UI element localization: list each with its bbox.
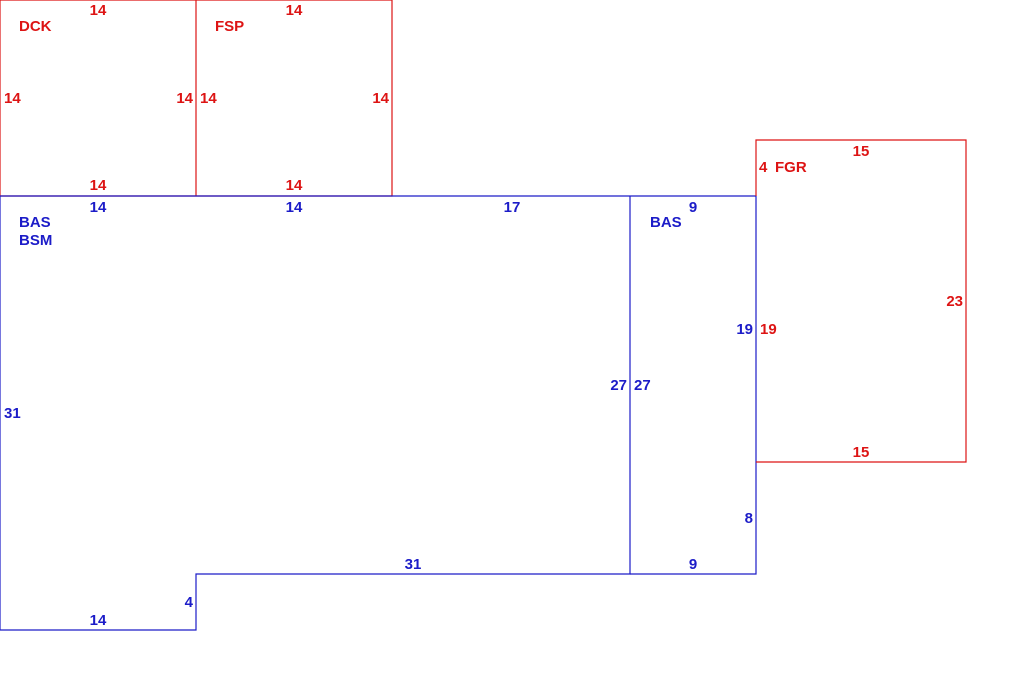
bas-dim-right-lower: 8 [745, 510, 753, 527]
fsp-dim-bottom: 14 [286, 177, 303, 194]
bas-bsm-dim-step: 4 [185, 594, 194, 611]
dck-name: DCK [19, 18, 52, 35]
fgr-dim-top: 15 [853, 143, 870, 160]
bas-dim-right-upper: 19 [736, 321, 753, 338]
fsp-dim-top: 14 [286, 2, 303, 19]
area-dck: DCK 14 14 14 14 [0, 0, 196, 197]
area-fsp: FSP 14 14 14 14 [195, 0, 393, 197]
bas-bsm-dim-left: 31 [4, 405, 21, 422]
bas-bsm-dim-bottom-left: 14 [90, 612, 107, 629]
bas-bsm-dim-top-3: 17 [504, 199, 521, 216]
bas-bsm-name-1: BAS [19, 214, 51, 231]
fgr-dim-bottom: 15 [853, 444, 870, 461]
fgr-dim-left: 19 [760, 321, 777, 338]
bas-dim-left: 27 [634, 377, 651, 394]
fgr-dim-left-upper: 4 [759, 159, 768, 176]
area-fgr: 4 FGR 15 23 15 19 [755, 139, 967, 463]
fsp-dim-right: 14 [372, 90, 389, 107]
bas-dim-bottom: 9 [689, 556, 697, 573]
fgr-name: FGR [775, 159, 807, 176]
fsp-dim-left: 14 [200, 90, 217, 107]
dck-dim-right: 14 [176, 90, 193, 107]
bas-bsm-outline [0, 195, 631, 631]
fsp-name: FSP [215, 18, 244, 35]
dck-dim-left: 14 [4, 90, 21, 107]
bas-bsm-dim-top-2: 14 [286, 199, 303, 216]
bas-dim-top: 9 [689, 199, 697, 216]
bas-bsm-dim-top-1: 14 [90, 199, 107, 216]
dck-dim-top: 14 [90, 2, 107, 19]
bas-outline [630, 195, 757, 575]
bas-name: BAS [650, 214, 682, 231]
bas-bsm-name-2: BSM [19, 232, 52, 249]
dck-dim-bottom: 14 [90, 177, 107, 194]
bas-bsm-dim-bottom-right: 31 [405, 556, 422, 573]
fgr-outline [755, 139, 967, 463]
bas-bsm-dim-right: 27 [610, 377, 627, 394]
fgr-dim-right: 23 [946, 293, 963, 310]
area-bas: BAS 9 27 19 8 9 [630, 195, 757, 575]
area-bas-bsm: BAS BSM 14 14 17 27 31 4 14 31 [0, 195, 631, 631]
